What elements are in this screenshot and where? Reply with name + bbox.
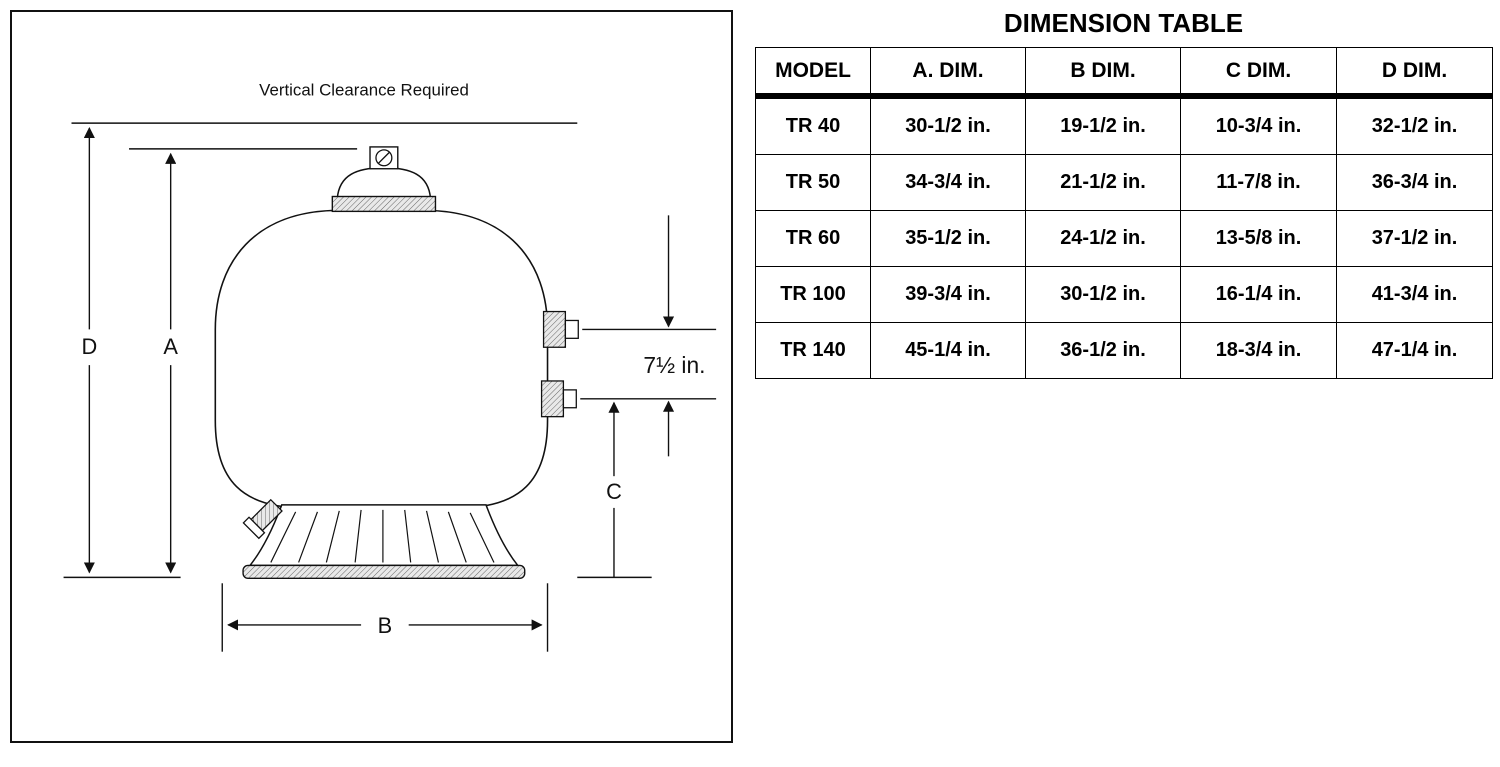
table-row: TR 40 30-1/2 in. 19-1/2 in. 10-3/4 in. 3… (755, 95, 1493, 155)
cell-a-dim: 30-1/2 in. (870, 95, 1026, 155)
clearance-label: Vertical Clearance Required (259, 80, 469, 99)
col-header-c-dim: C DIM. (1180, 47, 1337, 99)
dim-b-label: B (378, 613, 393, 638)
cell-c-dim: 16-1/4 in. (1180, 266, 1337, 323)
cell-d-dim: 41-3/4 in. (1336, 266, 1493, 323)
col-header-b-dim: B DIM. (1025, 47, 1181, 99)
cell-a-dim: 45-1/4 in. (870, 322, 1026, 379)
cell-c-dim: 10-3/4 in. (1180, 95, 1337, 155)
top-valve (369, 146, 399, 170)
table-row: TR 50 34-3/4 in. 21-1/2 in. 11-7/8 in. 3… (755, 154, 1493, 211)
dome-collar (331, 195, 437, 213)
base-plate (242, 564, 526, 580)
lower-port (540, 380, 577, 418)
col-header-model: MODEL (755, 47, 871, 99)
cell-a-dim: 39-3/4 in. (870, 266, 1026, 323)
cell-a-dim: 34-3/4 in. (870, 154, 1026, 211)
dome (336, 166, 432, 200)
dim-d-label: D (81, 334, 97, 359)
cell-d-dim: 32-1/2 in. (1336, 95, 1493, 155)
cell-model: TR 40 (755, 95, 871, 155)
port-spacing-label: 7½ in. (643, 352, 705, 378)
table-header-row: MODEL A. DIM. B DIM. C DIM. D DIM. (755, 47, 1493, 99)
dimension-table-section: DIMENSION TABLE MODEL A. DIM. B DIM. C D… (755, 6, 1493, 379)
cell-c-dim: 18-3/4 in. (1180, 322, 1337, 379)
base-skirt-ribs (270, 509, 495, 563)
cell-c-dim: 11-7/8 in. (1180, 154, 1337, 211)
cell-model: TR 60 (755, 210, 871, 267)
table-row: TR 100 39-3/4 in. 30-1/2 in. 16-1/4 in. … (755, 266, 1493, 323)
dimension-table: MODEL A. DIM. B DIM. C DIM. D DIM. TR 40… (755, 47, 1493, 379)
table-row: TR 140 45-1/4 in. 36-1/2 in. 18-3/4 in. … (755, 322, 1493, 379)
upper-port (542, 310, 579, 348)
cell-a-dim: 35-1/2 in. (870, 210, 1026, 267)
cell-b-dim: 24-1/2 in. (1025, 210, 1181, 267)
cell-model: TR 140 (755, 322, 871, 379)
dim-b-arrow (221, 583, 549, 652)
cell-d-dim: 47-1/4 in. (1336, 322, 1493, 379)
cell-d-dim: 36-3/4 in. (1336, 154, 1493, 211)
col-header-a-dim: A. DIM. (870, 47, 1026, 99)
base-skirt (248, 504, 520, 567)
dim-c-label: C (606, 479, 622, 504)
cell-b-dim: 36-1/2 in. (1025, 322, 1181, 379)
cell-b-dim: 19-1/2 in. (1025, 95, 1181, 155)
drain-fitting (242, 498, 283, 540)
dim-a-label: A (163, 334, 178, 359)
cell-c-dim: 13-5/8 in. (1180, 210, 1337, 267)
cell-model: TR 50 (755, 154, 871, 211)
table-title: DIMENSION TABLE (1003, 8, 1244, 38)
cell-b-dim: 30-1/2 in. (1025, 266, 1181, 323)
tank-body (214, 209, 549, 509)
col-header-d-dim: D DIM. (1336, 47, 1493, 99)
cell-b-dim: 21-1/2 in. (1025, 154, 1181, 211)
cell-d-dim: 37-1/2 in. (1336, 210, 1493, 267)
cell-model: TR 100 (755, 266, 871, 323)
filter-drawing: Vertical Clearance Required (63, 80, 717, 652)
filter-diagram-box: Vertical Clearance Required (10, 10, 733, 743)
table-row: TR 60 35-1/2 in. 24-1/2 in. 13-5/8 in. 3… (755, 210, 1493, 267)
